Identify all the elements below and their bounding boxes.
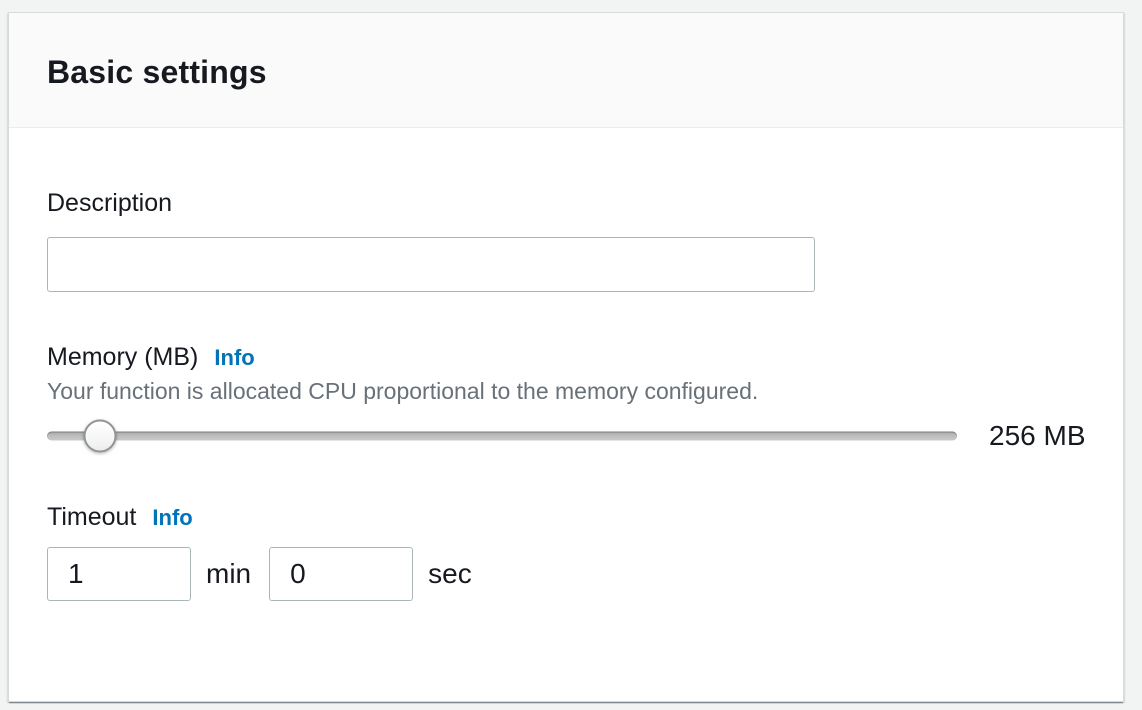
memory-info-link[interactable]: Info xyxy=(214,345,255,370)
memory-slider-handle[interactable] xyxy=(83,419,117,452)
description-input[interactable] xyxy=(47,237,815,292)
memory-slider[interactable] xyxy=(47,419,957,452)
panel-title: Basic settings xyxy=(47,54,267,90)
memory-slider-track[interactable] xyxy=(47,431,957,440)
timeout-sec-input[interactable] xyxy=(269,547,414,601)
memory-label: Memory (MB) xyxy=(47,343,199,371)
timeout-inputs-row: min sec xyxy=(47,547,1085,601)
memory-slider-row: 256 MB xyxy=(47,419,1086,452)
timeout-label: Timeout xyxy=(47,503,137,531)
memory-field-group: Memory (MB) Info Your function is alloca… xyxy=(47,342,1086,452)
timeout-min-input[interactable] xyxy=(47,547,191,601)
timeout-sec-unit-label: sec xyxy=(428,558,472,589)
timeout-field-group: Timeout Info min sec xyxy=(47,502,1085,601)
description-field-group: Description xyxy=(47,188,1085,292)
memory-helper-text: Your function is allocated CPU proportio… xyxy=(47,378,759,404)
panel-header: Basic settings xyxy=(9,13,1123,128)
timeout-min-unit-label: min xyxy=(206,558,252,589)
panel-body: Description Memory (MB) Info Your functi… xyxy=(9,128,1123,601)
description-label: Description xyxy=(47,189,173,217)
timeout-info-link[interactable]: Info xyxy=(152,505,193,530)
basic-settings-panel: Basic settings Description Memory (MB) I… xyxy=(8,12,1124,702)
memory-value-display: 256 MB xyxy=(989,419,1086,451)
